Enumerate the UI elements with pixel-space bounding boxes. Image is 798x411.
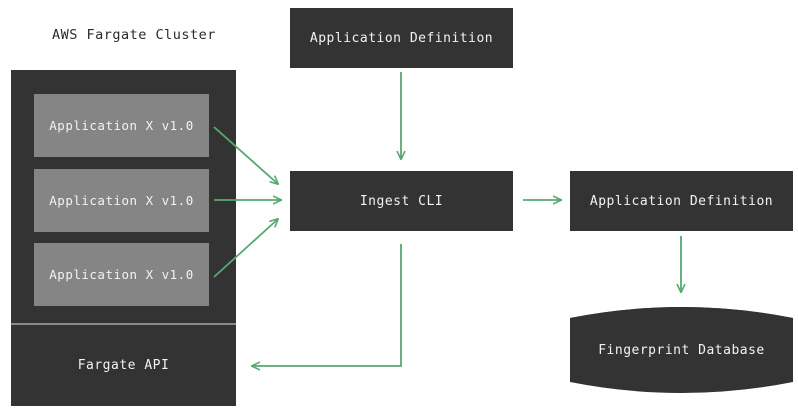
application-box-2[interactable]: Application X v1.0 — [34, 169, 209, 232]
application-definition-top-node[interactable]: Application Definition — [290, 8, 513, 68]
application-box-1[interactable]: Application X v1.0 — [34, 94, 209, 157]
ingest-cli-label: Ingest CLI — [359, 193, 444, 209]
application-definition-right-label: Application Definition — [589, 193, 774, 209]
ingest-cli-node[interactable]: Ingest CLI — [290, 171, 513, 231]
fingerprint-database-label: Fingerprint Database — [598, 342, 765, 358]
cluster-divider — [11, 323, 236, 325]
fingerprint-database-label-wrap: Fingerprint Database — [570, 300, 793, 400]
application-definition-right-node[interactable]: Application Definition — [570, 171, 793, 231]
application-box-3-label: Application X v1.0 — [49, 267, 194, 282]
application-box-2-label: Application X v1.0 — [49, 193, 194, 208]
fargate-api-node[interactable]: Fargate API — [11, 325, 236, 406]
fargate-api-label: Fargate API — [77, 358, 170, 373]
arrow-ingest-to-fargate-api — [252, 244, 402, 366]
application-definition-top-label: Application Definition — [309, 30, 494, 46]
cluster-title: AWS Fargate Cluster — [52, 27, 216, 43]
application-box-3[interactable]: Application X v1.0 — [34, 243, 209, 306]
application-box-1-label: Application X v1.0 — [49, 118, 194, 133]
